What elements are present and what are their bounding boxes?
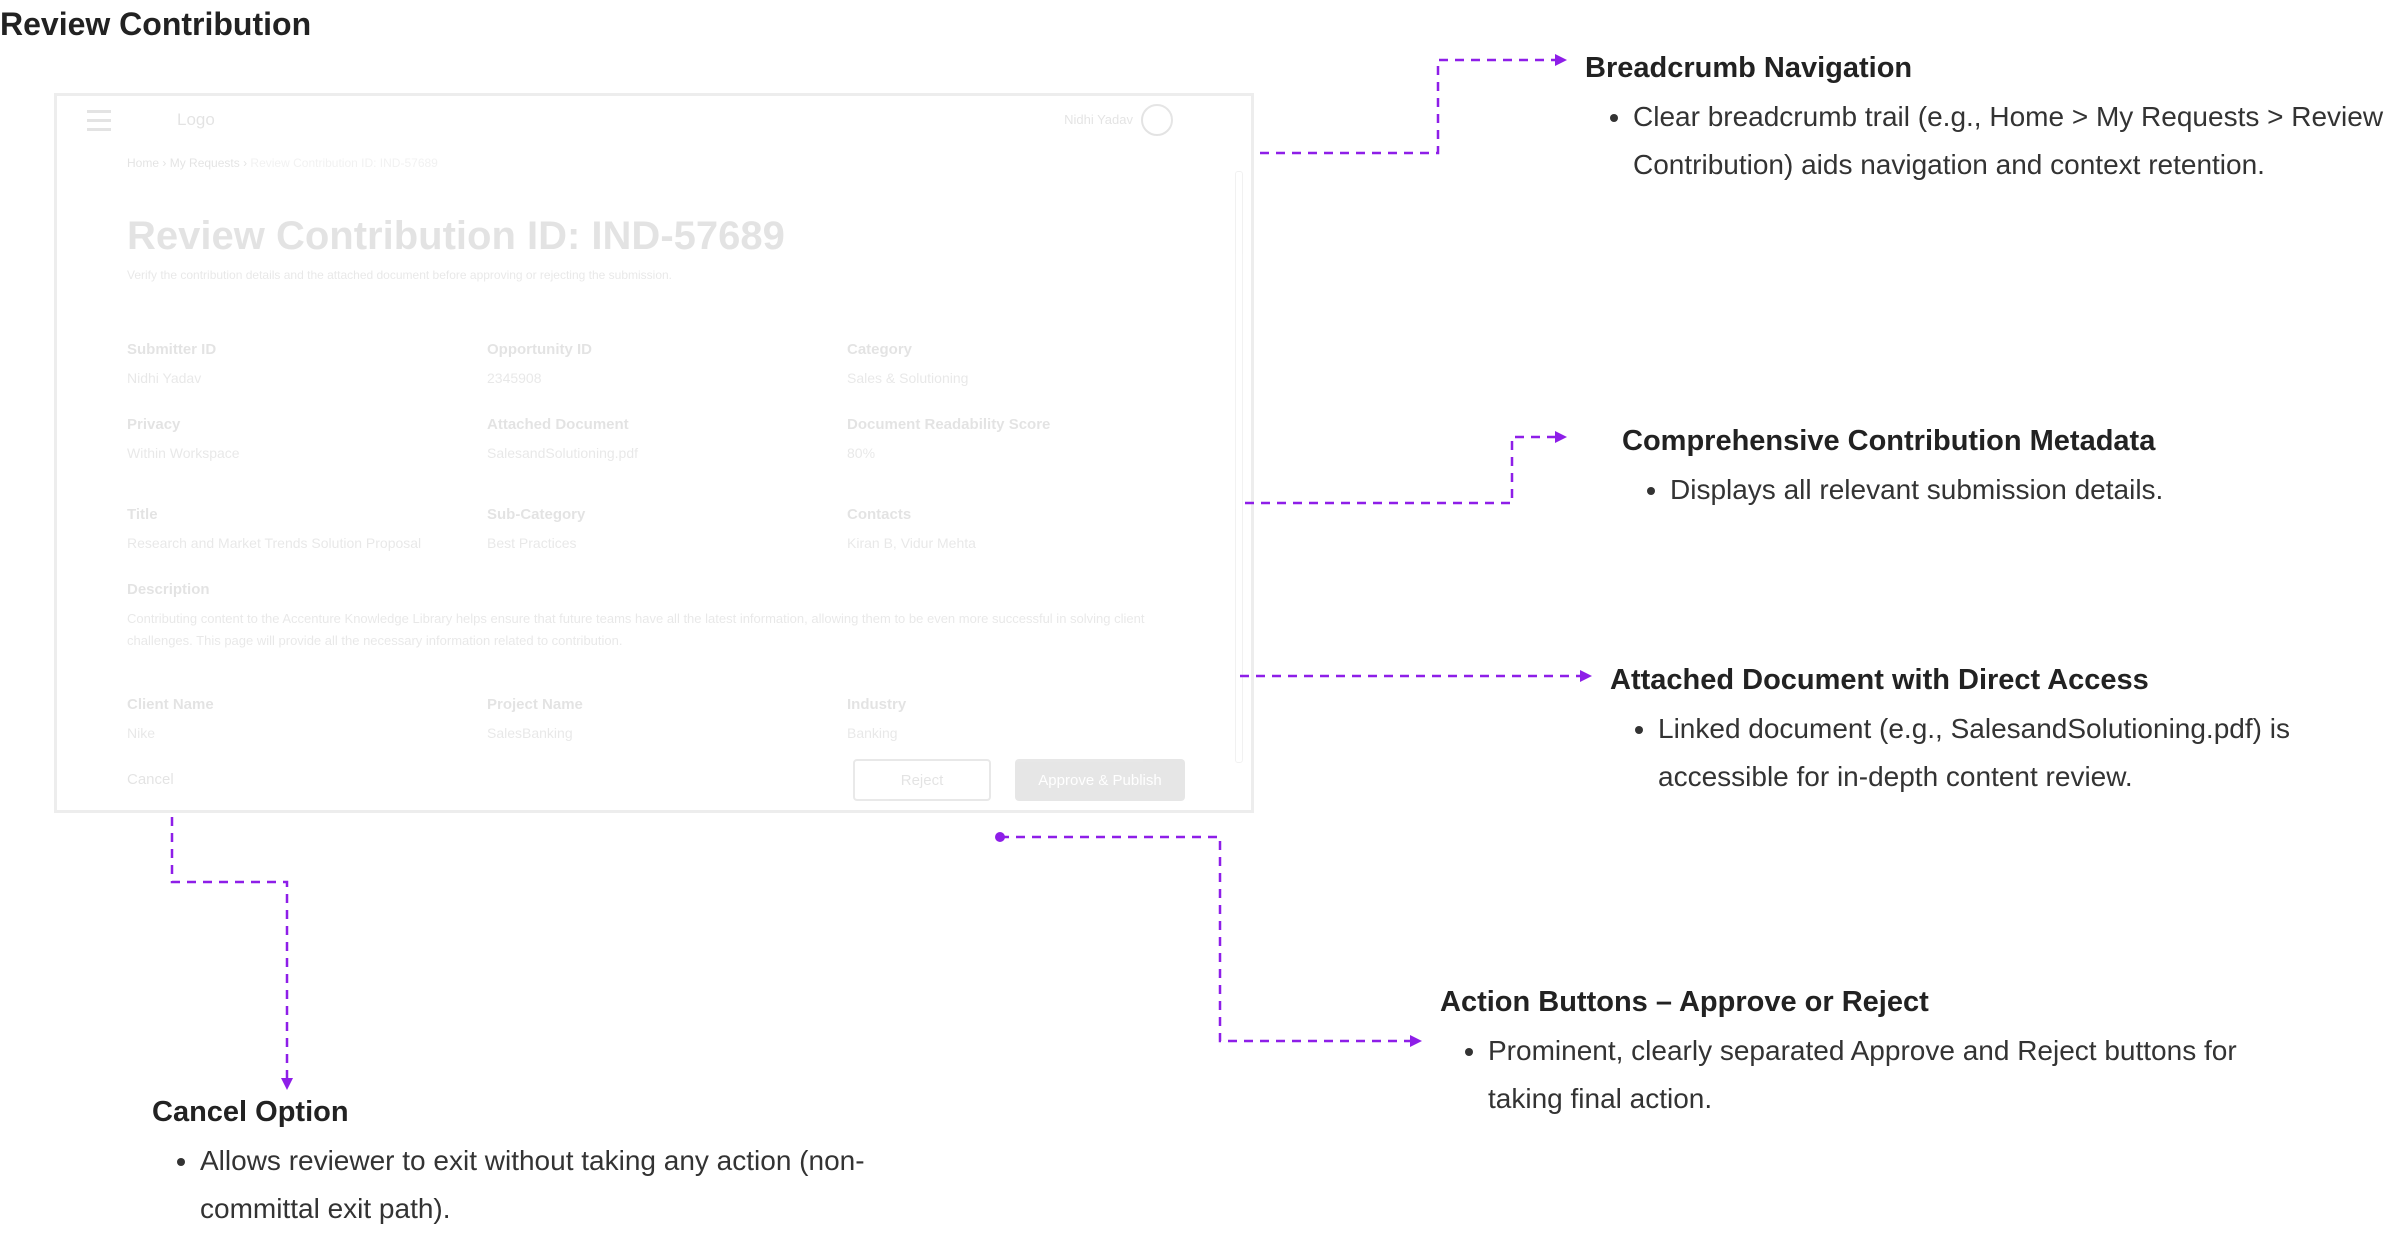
- field-label: Client Name: [127, 696, 214, 713]
- mockup-topbar: Logo Nidhi Yadav: [57, 96, 1251, 148]
- hamburger-menu-icon[interactable]: [87, 110, 111, 132]
- field-label: Sub-Category: [487, 506, 586, 523]
- annotation-bullet: Linked document (e.g., SalesandSolutioni…: [1658, 705, 2330, 801]
- field-label: Project Name: [487, 696, 583, 713]
- field-privacy: Privacy Within Workspace: [127, 416, 240, 461]
- annotation-bullet: Displays all relevant submission details…: [1670, 466, 2382, 514]
- field-value: Nike: [127, 725, 156, 741]
- field-label: Category: [847, 341, 913, 358]
- annotation-title: Cancel Option: [152, 1096, 349, 1128]
- arrowhead-document: [1580, 670, 1592, 682]
- annotation-title: Comprehensive Contribution Metadata: [1622, 425, 2156, 457]
- annotation-title: Action Buttons – Approve or Reject: [1440, 986, 1929, 1018]
- field-value: Within Workspace: [127, 445, 240, 461]
- annotation-bullet: Prominent, clearly separated Approve and…: [1488, 1027, 2260, 1123]
- field-label: Attached Document: [487, 416, 629, 433]
- attached-document-link[interactable]: SalesandSolutioning.pdf: [487, 445, 639, 461]
- mockup-logo[interactable]: Logo: [177, 110, 215, 129]
- reject-button[interactable]: Reject: [853, 759, 991, 801]
- field-label: Contacts: [847, 506, 912, 523]
- field-attached-document: Attached Document SalesandSolutioning.pd…: [487, 416, 638, 461]
- field-readability-score: Document Readability Score 80%: [847, 416, 1050, 461]
- field-label: Industry: [847, 696, 907, 713]
- avatar[interactable]: [1141, 104, 1173, 136]
- mockup-subtitle: Verify the contribution details and the …: [127, 268, 672, 282]
- annotation-bullet: Allows reviewer to exit without taking a…: [200, 1137, 952, 1233]
- field-value: 2345908: [487, 370, 542, 386]
- description-value: Contributing content to the Accenture Kn…: [127, 611, 1145, 648]
- field-value: SalesBanking: [487, 725, 573, 741]
- annotation-title: Attached Document with Direct Access: [1610, 664, 2149, 696]
- field-opportunity-id: Opportunity ID 2345908: [487, 341, 592, 386]
- field-industry: Industry Banking: [847, 696, 906, 741]
- page-title: Review Contribution: [0, 6, 312, 42]
- field-project-name: Project Name SalesBanking: [487, 696, 583, 741]
- field-label: Opportunity ID: [487, 341, 592, 358]
- annotation-breadcrumb: Breadcrumb Navigation Clear breadcrumb t…: [1585, 52, 2385, 189]
- field-client-name: Client Name Nike: [127, 696, 214, 741]
- field-label: Submitter ID: [127, 341, 217, 358]
- mockup-user-name: Nidhi Yadav: [1064, 112, 1133, 127]
- field-submitter-id: Submitter ID Nidhi Yadav: [127, 341, 216, 386]
- connector-actions: [1000, 835, 1410, 1043]
- breadcrumb: Home › My Requests › Review Contribution…: [127, 156, 438, 170]
- field-value: Best Practices: [487, 535, 577, 551]
- field-label: Privacy: [127, 416, 181, 433]
- connector-dot-actions: [995, 832, 1005, 842]
- arrowhead-cancel: [281, 1078, 293, 1090]
- ui-mockup: Logo Nidhi Yadav Home › My Requests › Re…: [54, 93, 1254, 813]
- annotation-cancel: Cancel Option Allows reviewer to exit wi…: [152, 1096, 952, 1233]
- breadcrumb-item-home[interactable]: Home: [127, 156, 160, 170]
- field-contacts: Contacts Kiran B, Vidur Mehta: [847, 506, 976, 551]
- field-value: Sales & Solutioning: [847, 370, 969, 386]
- arrowhead-breadcrumb: [1555, 54, 1567, 66]
- field-label: Title: [127, 506, 158, 523]
- field-value: Banking: [847, 725, 898, 741]
- description-label: Description: [127, 581, 210, 598]
- scrollbar[interactable]: [1235, 171, 1243, 763]
- arrowhead-actions: [1410, 1035, 1422, 1047]
- connector-cancel: [170, 817, 289, 1080]
- field-sub-category: Sub-Category Best Practices: [487, 506, 585, 551]
- arrowhead-metadata: [1555, 431, 1567, 443]
- field-value: Kiran B, Vidur Mehta: [847, 535, 976, 551]
- field-category: Category Sales & Solutioning: [847, 341, 968, 386]
- field-label: Document Readability Score: [847, 416, 1051, 433]
- annotation-actions: Action Buttons – Approve or Reject Promi…: [1440, 986, 2260, 1123]
- field-value: Research and Market Trends Solution Prop…: [127, 535, 422, 551]
- field-value: Nidhi Yadav: [127, 370, 202, 386]
- breadcrumb-item-my-requests[interactable]: My Requests: [169, 156, 240, 170]
- field-title: Title Research and Market Trends Solutio…: [127, 506, 421, 551]
- cancel-button[interactable]: Cancel: [127, 771, 174, 788]
- connector-breadcrumb: [1260, 58, 1555, 155]
- mockup-heading: Review Contribution ID: IND-57689: [127, 214, 785, 258]
- connector-metadata: [1245, 435, 1555, 505]
- annotation-document: Attached Document with Direct Access Lin…: [1610, 664, 2330, 801]
- annotation-metadata: Comprehensive Contribution Metadata Disp…: [1622, 425, 2382, 514]
- annotation-title: Breadcrumb Navigation: [1585, 52, 1913, 84]
- annotation-bullet: Clear breadcrumb trail (e.g., Home > My …: [1633, 93, 2385, 189]
- approve-publish-button[interactable]: Approve & Publish: [1015, 759, 1185, 801]
- breadcrumb-item-current: Review Contribution ID: IND-57689: [250, 156, 438, 170]
- field-value: 80%: [847, 445, 876, 461]
